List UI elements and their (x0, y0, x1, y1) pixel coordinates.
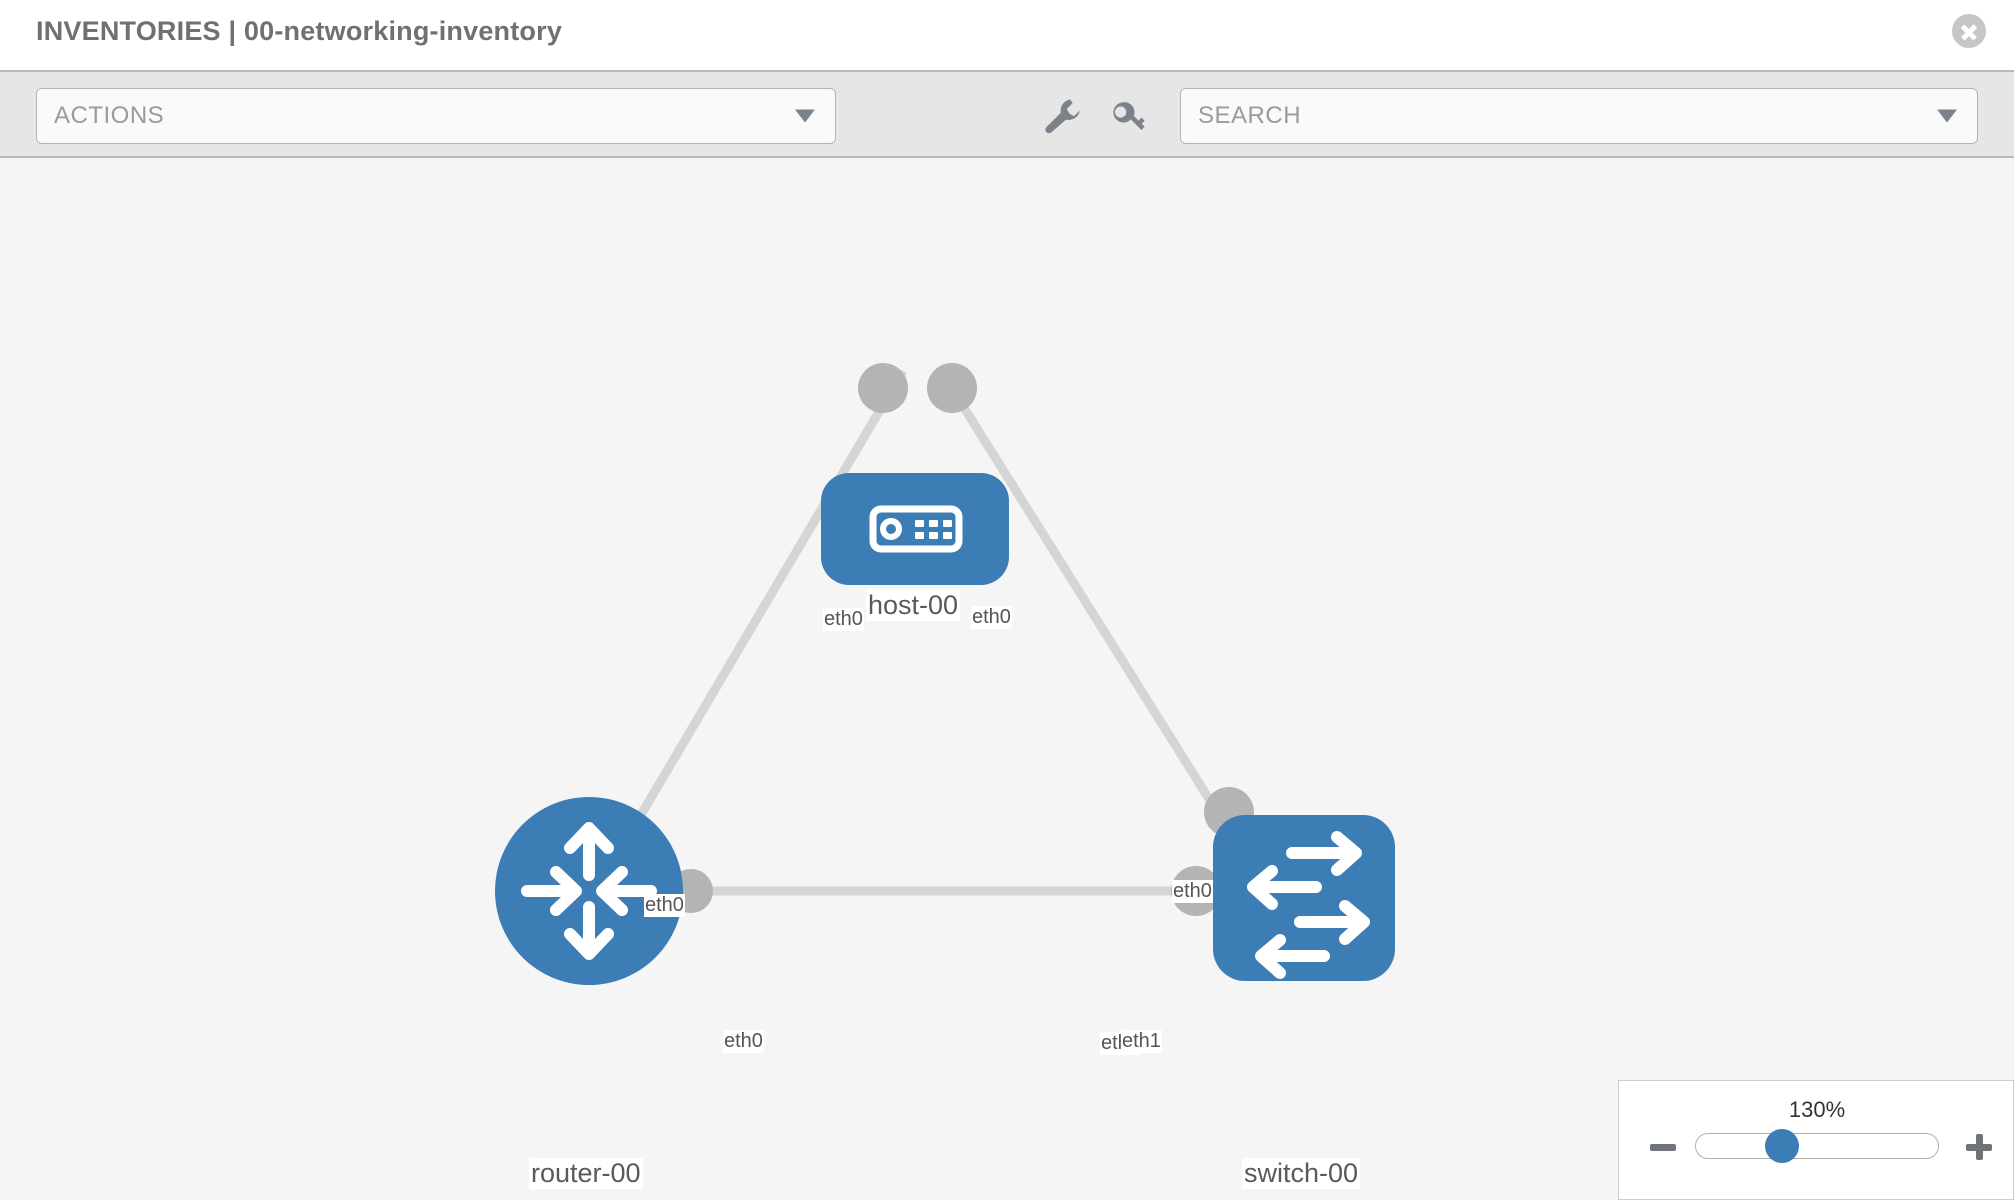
actions-dropdown[interactable]: ACTIONS (36, 88, 836, 144)
connector-host00-left[interactable] (858, 363, 908, 413)
node-label-router-00: router-00 (529, 1158, 643, 1189)
page-header: INVENTORIES | 00-networking-inventory (0, 0, 2014, 70)
node-router-00[interactable] (495, 797, 683, 985)
node-router-00-shape[interactable] (495, 797, 683, 985)
interface-label-host00-left: eth0 (823, 608, 864, 631)
zoom-level-value: 130% (1788, 1097, 1846, 1122)
topology-graph (495, 363, 1395, 985)
topology-canvas[interactable]: host-00 router-00 switch-00 eth0 eth0 et… (0, 158, 2014, 1200)
minus-icon (1650, 1144, 1676, 1151)
interface-label-switch00-uplink: eth0 (1172, 880, 1213, 903)
actions-dropdown-label: ACTIONS (54, 102, 165, 129)
wrench-icon[interactable] (1040, 99, 1084, 139)
zoom-out-button[interactable] (1647, 1131, 1679, 1163)
link-host00-router00[interactable] (602, 368, 907, 877)
connector-host00-right[interactable] (927, 363, 977, 413)
zoom-slider-thumb[interactable] (1765, 1129, 1799, 1163)
interface-label-router00-eth0: eth0 (723, 1030, 764, 1053)
interface-label-switch00-eth1: eth1 (1121, 1030, 1162, 1053)
page-title: INVENTORIES | 00-networking-inventory (36, 16, 563, 46)
node-host-00-shape[interactable] (821, 473, 1009, 585)
toolbar: ACTIONS SEARCH (0, 70, 2014, 158)
chevron-down-icon (1937, 109, 1957, 123)
node-switch-00[interactable] (1213, 815, 1395, 981)
interface-label-router00-uplink: eth0 (644, 894, 685, 917)
zoom-slider-track[interactable] (1695, 1133, 1939, 1159)
node-label-host-00: host-00 (866, 590, 961, 621)
plus-icon-vertical (1975, 1134, 1983, 1160)
zoom-in-button[interactable] (1963, 1131, 1995, 1163)
key-icon[interactable] (1106, 99, 1150, 139)
key-icon-glyph (1113, 102, 1145, 130)
topology-connectors (669, 363, 1254, 916)
link-host00-switch00[interactable] (937, 368, 1260, 877)
router-arrows-icon (521, 822, 657, 960)
node-host-00[interactable] (821, 473, 1009, 585)
chevron-down-icon (795, 109, 815, 123)
search-input-placeholder: SEARCH (1198, 102, 1302, 129)
zoom-control-panel: 130% (1618, 1080, 2014, 1200)
server-device-icon (869, 505, 963, 553)
node-label-switch-00: switch-00 (1242, 1158, 1361, 1189)
close-icon[interactable] (1952, 14, 1986, 48)
interface-label-host00-right: eth0 (971, 606, 1012, 629)
wrench-icon-glyph (1045, 99, 1080, 134)
search-input[interactable]: SEARCH (1180, 88, 1978, 144)
switch-arrows-icon (1247, 831, 1370, 979)
topology-links (602, 368, 1260, 896)
